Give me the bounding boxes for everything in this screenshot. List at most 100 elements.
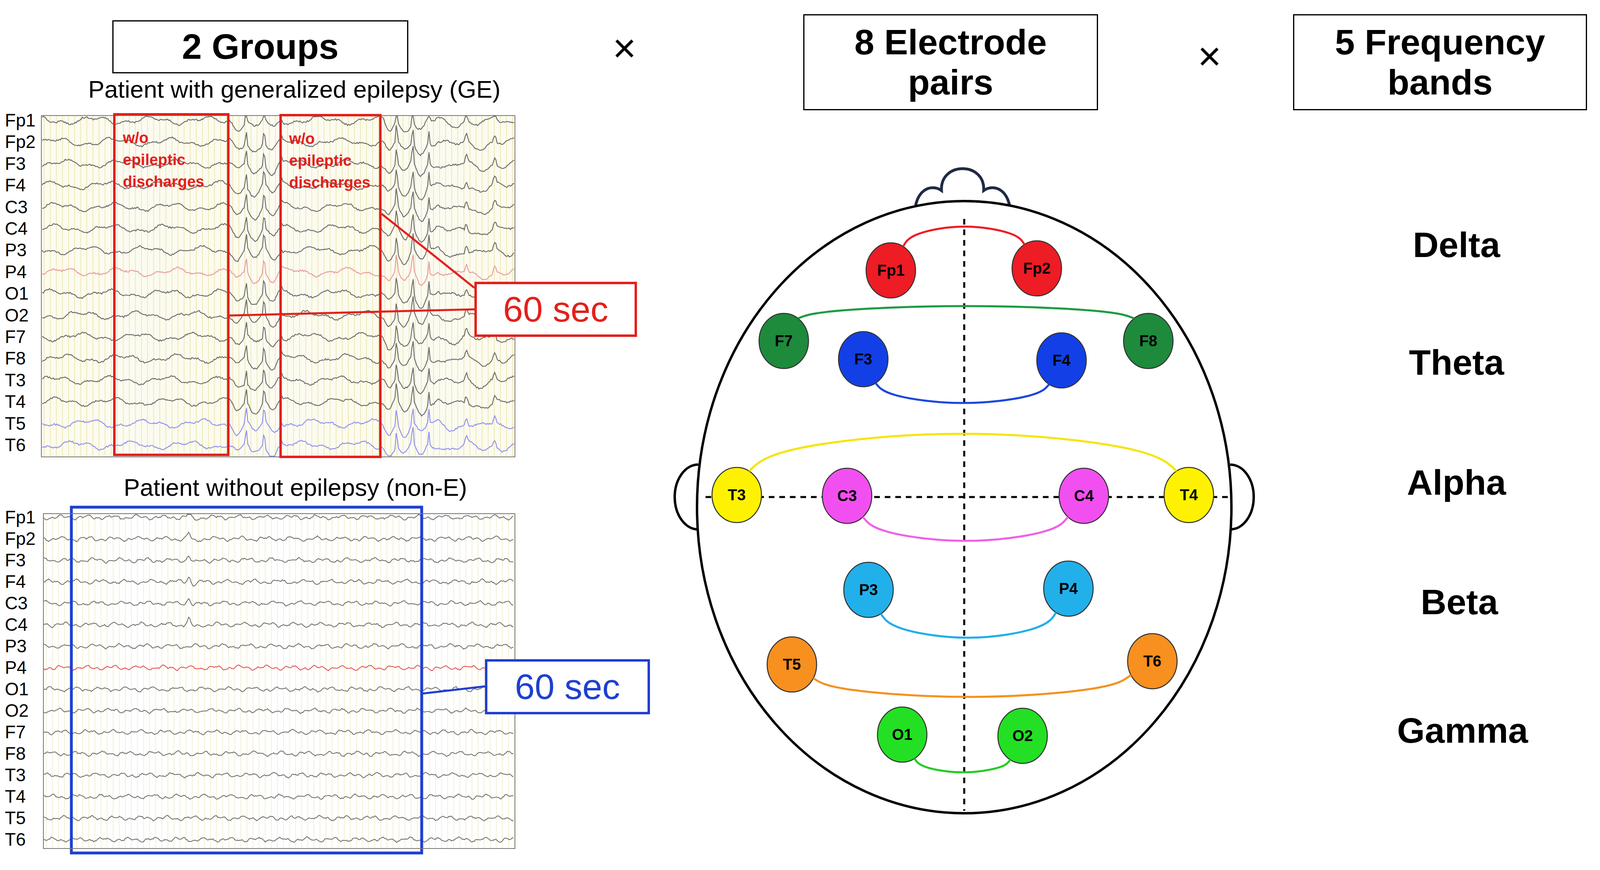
channel-name: T4 xyxy=(4,392,26,411)
epoch-window: w/o epileptic discharges xyxy=(279,113,382,459)
panel-background xyxy=(42,513,516,850)
grid-line xyxy=(238,115,240,457)
panel-heading: Patient without epilepsy (non-E) xyxy=(0,473,592,502)
midline xyxy=(963,218,966,811)
electrode-name: Fp2 xyxy=(1011,240,1063,297)
eeg-trace xyxy=(43,729,514,736)
grid-line xyxy=(55,115,57,457)
electrode-name: T5 xyxy=(766,636,818,693)
grid-line xyxy=(92,115,94,457)
grid-line xyxy=(130,514,132,849)
electrode-name: T3 xyxy=(711,466,763,524)
grid-line xyxy=(43,115,45,457)
channel-name: F8 xyxy=(4,349,26,368)
channel-name: T3 xyxy=(4,371,26,390)
duration-box: 60 sec xyxy=(484,659,650,715)
grid-line xyxy=(106,514,108,849)
channel-name: O1 xyxy=(4,680,29,699)
channel-name: T6 xyxy=(4,830,26,849)
channel-name: F8 xyxy=(4,744,26,763)
electrode-name: P4 xyxy=(1042,560,1094,618)
grid-line xyxy=(368,514,369,849)
eeg-trace xyxy=(43,707,514,715)
channel-name: O2 xyxy=(4,306,29,325)
grid-line xyxy=(246,514,248,849)
grid-line xyxy=(222,514,224,849)
grid-line xyxy=(463,115,465,457)
eeg-trace xyxy=(43,532,514,542)
electrode-pair-link xyxy=(903,226,1025,247)
window-note: w/o epileptic discharges xyxy=(115,115,211,193)
electrode-name: F3 xyxy=(837,330,889,388)
channel-name: C3 xyxy=(4,198,28,217)
multiplication-sign: × xyxy=(612,27,637,69)
grid-line xyxy=(179,514,181,849)
grid-line xyxy=(477,514,479,849)
grid-line xyxy=(459,514,461,849)
eeg-trace xyxy=(43,617,514,628)
electrode: P4 xyxy=(1042,560,1094,618)
eeg-panel: Patient with generalized epilepsy (GE)w/… xyxy=(40,115,516,458)
electrode: C4 xyxy=(1058,467,1110,525)
grid-line xyxy=(244,115,246,457)
grid-line xyxy=(287,115,288,457)
grid-line xyxy=(49,115,51,457)
electrode: T3 xyxy=(711,466,763,524)
grid-line xyxy=(234,514,236,849)
header-text: 2 Groups xyxy=(182,26,339,67)
grid-line xyxy=(283,514,284,849)
grid-line xyxy=(62,115,63,457)
window-leader xyxy=(229,309,475,316)
electrode: O1 xyxy=(876,706,928,764)
electrode-name: P3 xyxy=(842,561,895,619)
head-outline xyxy=(697,201,1232,814)
header-box: 8 Electrode pairs xyxy=(803,14,1099,111)
grid-line xyxy=(420,115,422,457)
electrode: F4 xyxy=(1035,332,1088,389)
electrode-name: Fp1 xyxy=(865,242,917,299)
grid-line xyxy=(408,115,410,457)
grid-line xyxy=(74,115,76,457)
channel-name: Fp1 xyxy=(4,111,36,130)
electrode-pair-link xyxy=(875,383,1050,404)
channel-name: T4 xyxy=(4,787,26,806)
grid-line xyxy=(86,115,88,457)
grid-line xyxy=(118,514,120,849)
eeg-trace xyxy=(43,836,514,843)
grid-line xyxy=(104,115,106,457)
duration-text: 60 sec xyxy=(503,291,609,328)
electrode: T4 xyxy=(1163,466,1215,524)
channel-name: F7 xyxy=(4,328,26,346)
grid-line xyxy=(82,514,84,849)
grid-line xyxy=(435,514,436,849)
grid-line xyxy=(410,514,412,849)
electrode-name: T6 xyxy=(1126,632,1178,690)
epoch-window: w/o epileptic discharges xyxy=(113,113,230,457)
grid-line xyxy=(240,514,242,849)
grid-line xyxy=(390,115,392,457)
header-box: 2 Groups xyxy=(112,20,409,74)
channel-name: Fp1 xyxy=(4,508,36,527)
channel-name: T3 xyxy=(4,766,26,785)
electrode-pair-link xyxy=(749,433,1177,472)
grid-line xyxy=(57,514,59,849)
eeg-trace xyxy=(43,598,514,607)
electrode-pair-link xyxy=(813,675,1131,698)
grid-line xyxy=(451,115,453,457)
grid-line xyxy=(447,514,449,849)
electrode-pair-link xyxy=(862,516,1069,541)
grid-line xyxy=(441,514,442,849)
grid-line xyxy=(270,514,272,849)
coronal-line xyxy=(705,496,1229,499)
channel-name: C4 xyxy=(4,219,28,238)
left-ear xyxy=(674,464,699,530)
electrode: T6 xyxy=(1126,632,1178,690)
grid-line xyxy=(100,514,102,849)
band-name: Delta xyxy=(1412,227,1500,263)
grid-line xyxy=(137,514,138,849)
eeg-trace xyxy=(43,772,514,779)
channel-name: T6 xyxy=(4,436,26,455)
electrode-name: T4 xyxy=(1163,466,1215,524)
